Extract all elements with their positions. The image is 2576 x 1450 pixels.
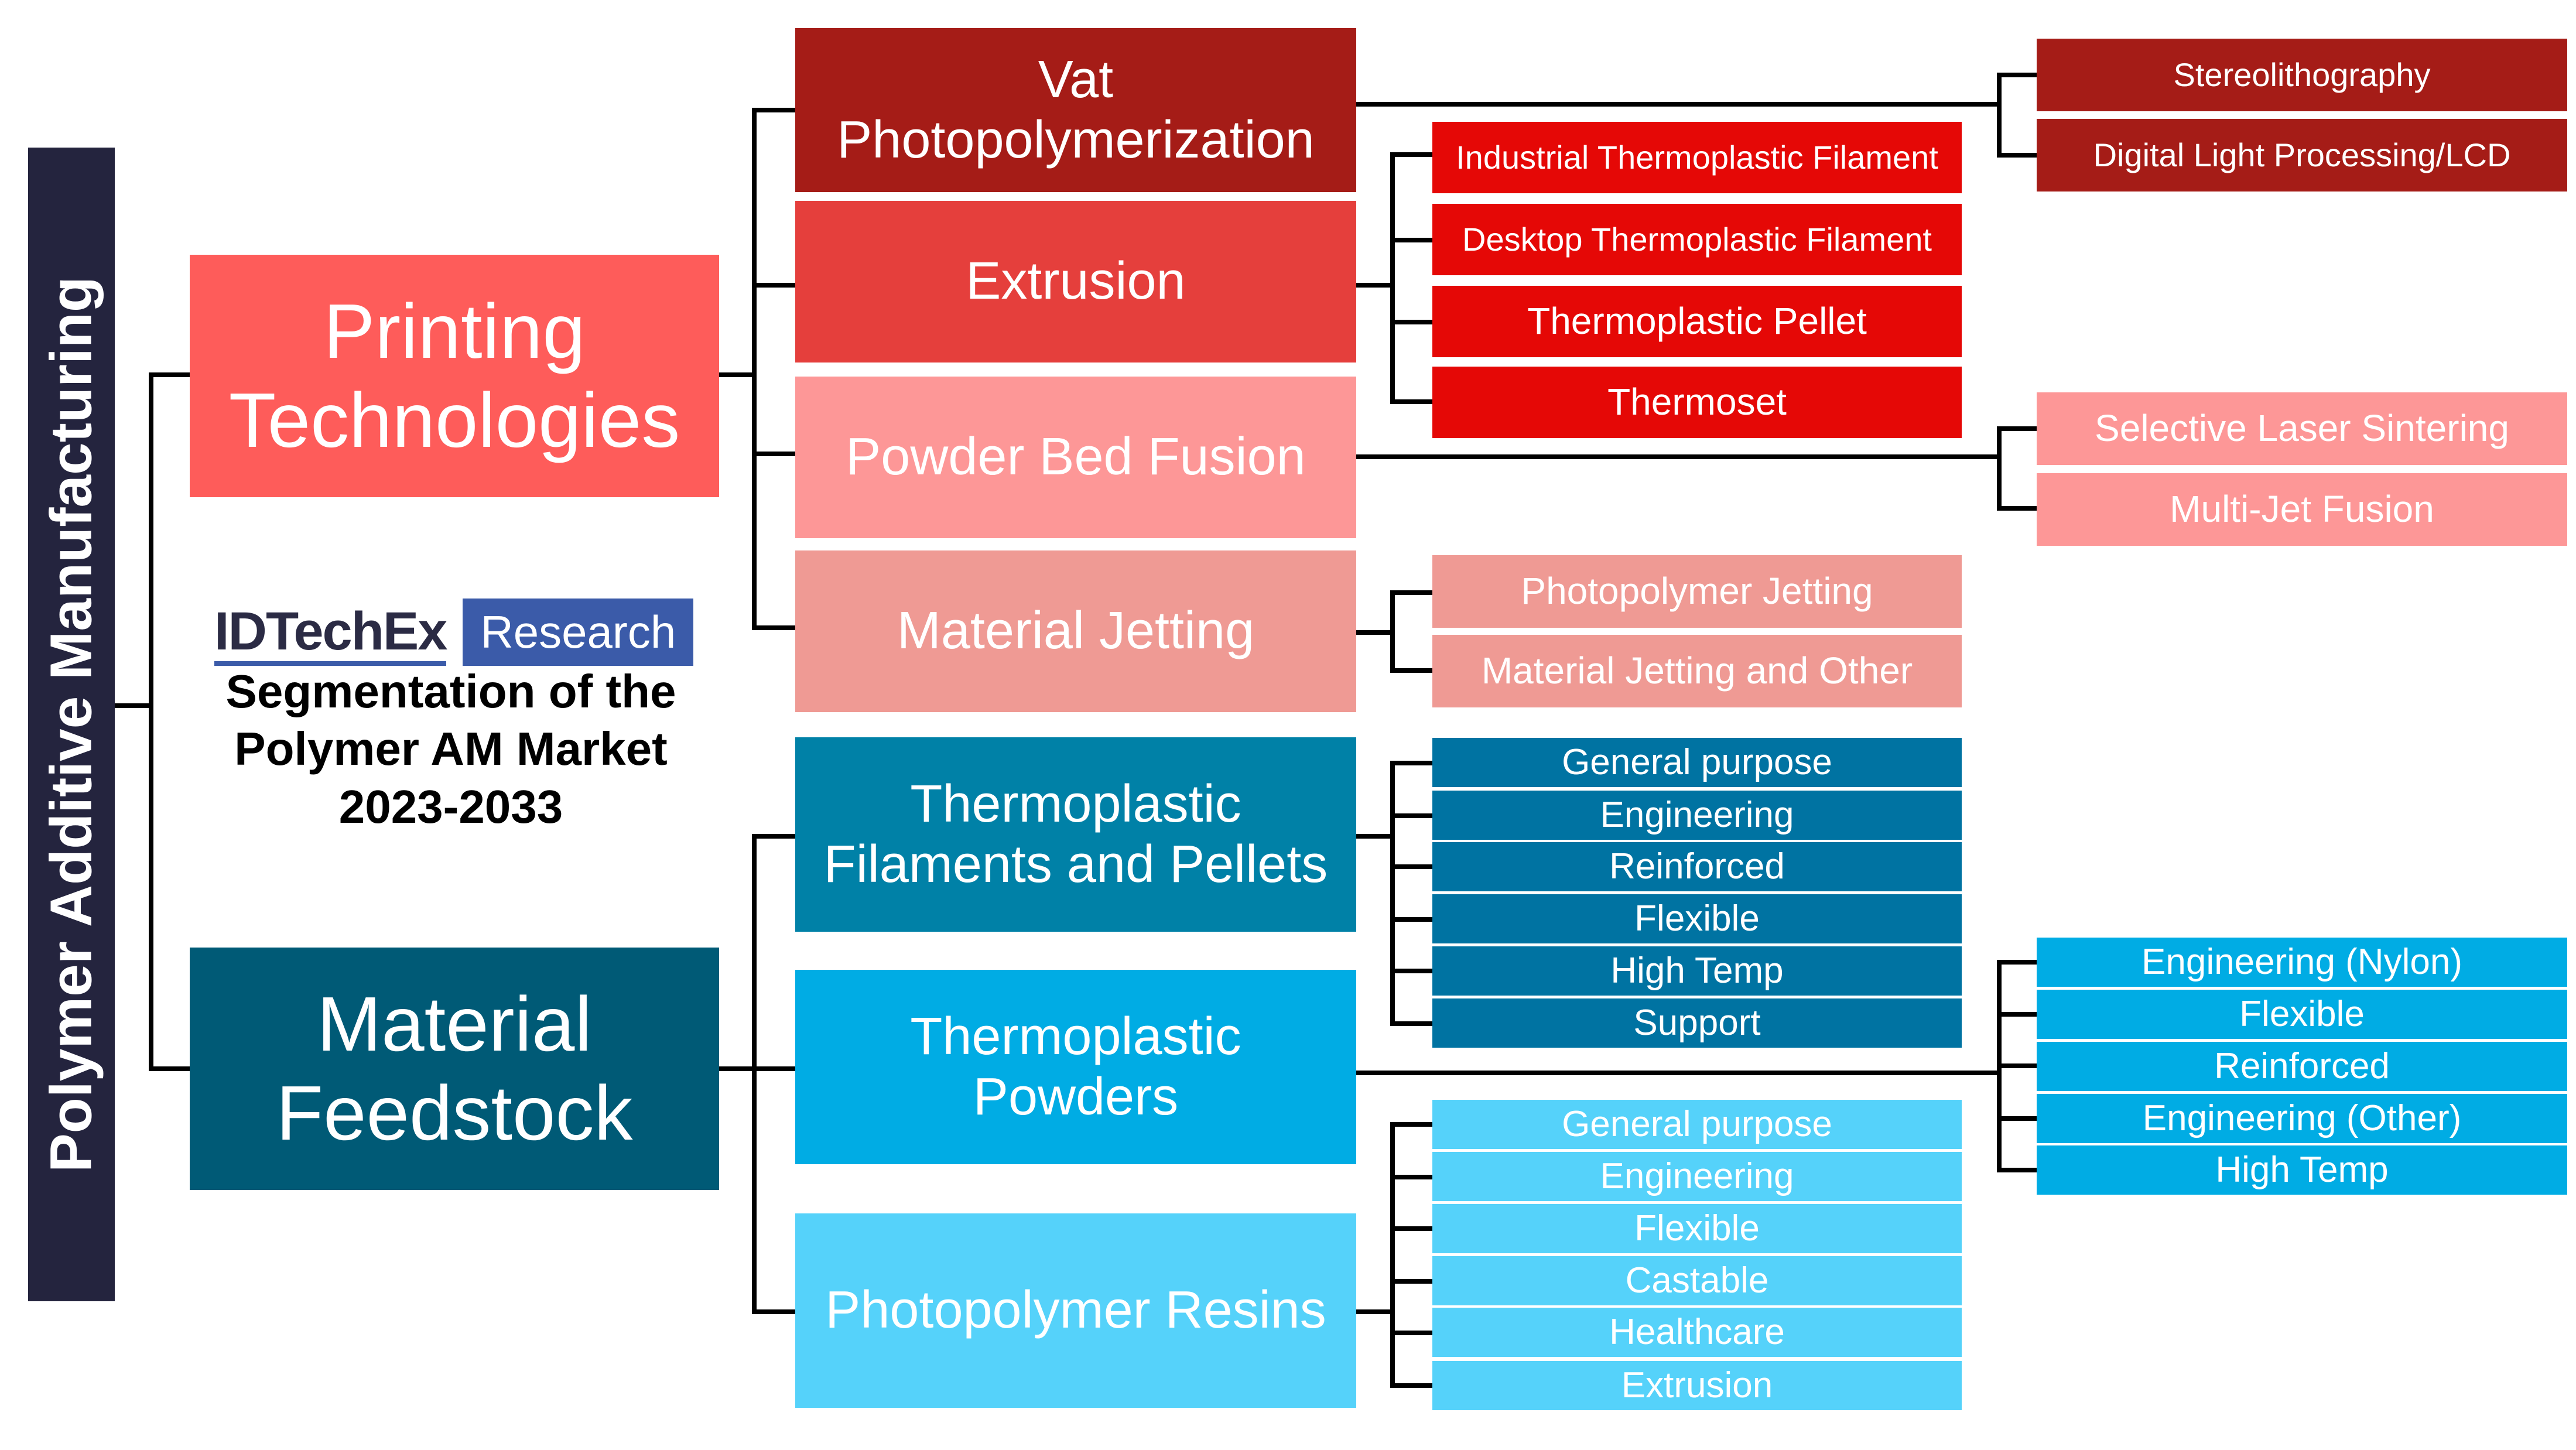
leaf-thermoset: Thermoset [1432, 367, 1962, 438]
leaf-resin-castable: Castable [1432, 1256, 1962, 1305]
leaf-resin-healthcare: Healthcare [1432, 1308, 1962, 1357]
root-label: Polymer Additive Manufacturing [38, 276, 104, 1172]
category-material-feedstock: Material Feedstock [190, 948, 719, 1190]
leaf-resin-engineering: Engineering [1432, 1152, 1962, 1201]
idtechex-logo: IDTechEx Research [214, 599, 694, 666]
leaf-filament-support: Support [1432, 998, 1962, 1048]
category-feedstock-line2: Feedstock [276, 1070, 633, 1156]
leaf-selective-laser-sintering: Selective Laser Sintering [2037, 392, 2567, 465]
material-powders-line1: Thermoplastic [910, 1007, 1241, 1066]
root-bar [28, 148, 115, 1301]
material-filaments-line1: Thermoplastic [910, 774, 1241, 833]
leaf-digital-light-processing: Digital Light Processing/LCD [2037, 119, 2567, 191]
leaf-thermoplastic-pellet: Thermoplastic Pellet [1432, 286, 1962, 357]
tech-material-jetting: Material Jetting [795, 550, 1356, 712]
leaf-powder-engineering-other: Engineering (Other) [2037, 1094, 2567, 1143]
leaf-filament-engineering: Engineering [1432, 791, 1962, 840]
leaf-powder-flexible: Flexible [2037, 990, 2567, 1039]
material-photopolymer-resins: Photopolymer Resins [795, 1213, 1356, 1408]
material-filaments-line2: Filaments and Pellets [823, 835, 1328, 894]
tech-vat-line2: Photopolymerization [837, 111, 1315, 169]
category-printing-technologies: Printing Technologies [190, 255, 719, 497]
leaf-powder-high-temp: High Temp [2037, 1145, 2567, 1195]
leaf-multi-jet-fusion: Multi-Jet Fusion [2037, 473, 2567, 546]
leaf-resin-flexible: Flexible [1432, 1204, 1962, 1253]
leaf-industrial-thermoplastic-filament: Industrial Thermoplastic Filament [1432, 122, 1962, 193]
leaf-powder-reinforced: Reinforced [2037, 1042, 2567, 1091]
tech-powder-bed-fusion: Powder Bed Fusion [795, 377, 1356, 538]
leaf-resin-extrusion: Extrusion [1432, 1361, 1962, 1410]
caption-line1: Segmentation of the [225, 665, 676, 717]
leaf-filament-flexible: Flexible [1432, 894, 1962, 943]
leaf-filament-reinforced: Reinforced [1432, 842, 1962, 891]
category-printing-line1: Printing [323, 288, 586, 375]
category-printing-line2: Technologies [228, 377, 680, 463]
logo-badge: Research [463, 599, 694, 666]
leaf-filament-general-purpose: General purpose [1432, 738, 1962, 787]
caption-line3: 2023-2033 [338, 780, 563, 833]
category-feedstock-line1: Material [317, 981, 592, 1068]
tech-extrusion: Extrusion [795, 201, 1356, 363]
leaf-desktop-thermoplastic-filament: Desktop Thermoplastic Filament [1432, 204, 1962, 275]
material-filaments-pellets: Thermoplastic Filaments and Pellets [795, 737, 1356, 932]
diagram-caption: Segmentation of the Polymer AM Market 20… [187, 663, 714, 836]
tech-vat-line1: Vat [1038, 50, 1114, 109]
leaf-powder-engineering-nylon: Engineering (Nylon) [2037, 938, 2567, 987]
leaf-stereolithography: Stereolithography [2037, 39, 2567, 111]
leaf-photopolymer-jetting: Photopolymer Jetting [1432, 555, 1962, 628]
caption-line2: Polymer AM Market [234, 723, 668, 775]
material-powders-line2: Powders [973, 1068, 1179, 1126]
leaf-resin-general-purpose: General purpose [1432, 1100, 1962, 1149]
logo-brand: IDTechEx [214, 599, 447, 666]
leaf-material-jetting-other: Material Jetting and Other [1432, 635, 1962, 707]
tech-vat-photopolymerization: Vat Photopolymerization [795, 28, 1356, 192]
material-thermoplastic-powders: Thermoplastic Powders [795, 970, 1356, 1164]
leaf-filament-high-temp: High Temp [1432, 946, 1962, 996]
